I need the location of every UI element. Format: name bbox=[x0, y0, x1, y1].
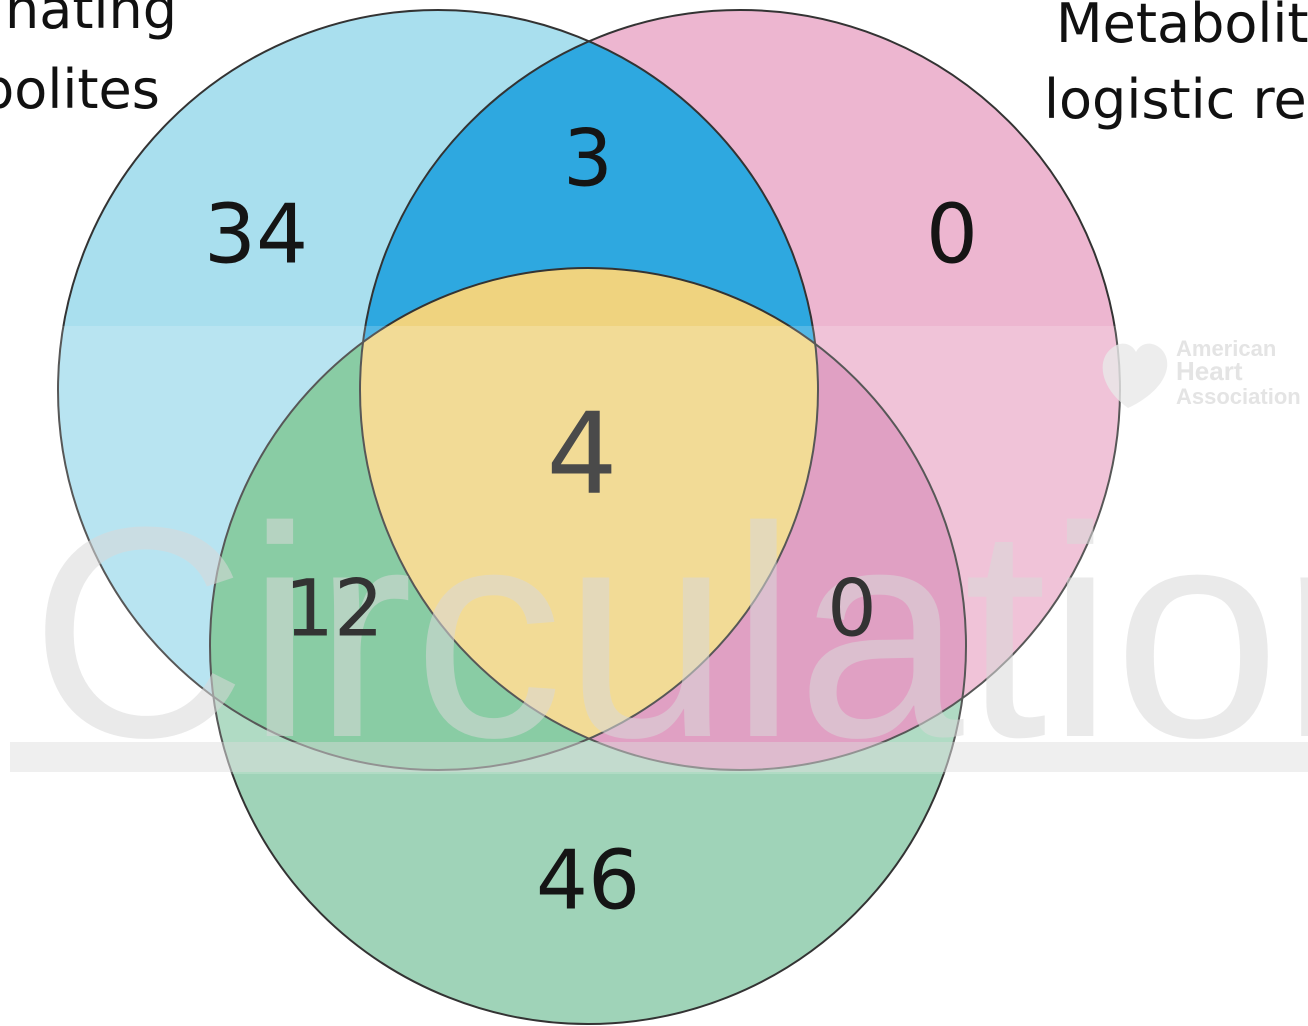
logo-text-line-1: American bbox=[1176, 336, 1276, 361]
center-overlap bbox=[360, 268, 818, 770]
left-bottom-count: 12 bbox=[284, 564, 383, 654]
logo-text-line-2: Heart bbox=[1176, 356, 1243, 386]
left-right-count: 3 bbox=[563, 114, 613, 204]
left-only-count: 34 bbox=[204, 187, 308, 282]
right-only-count: 0 bbox=[926, 187, 978, 282]
logo-text-line-3: Association bbox=[1176, 384, 1301, 409]
right-set-label-line-2: logistic reg bbox=[1044, 68, 1308, 131]
left-set-outline bbox=[57, 9, 819, 771]
bottom-only-count: 46 bbox=[536, 833, 640, 928]
watermark-word: Circulation bbox=[30, 464, 1308, 800]
right-bottom-count: 0 bbox=[827, 564, 877, 654]
watermark-band bbox=[0, 326, 1308, 774]
right-set-label-line-1: Metabolit bbox=[1056, 0, 1308, 55]
left-set-label-line-2: bolites bbox=[0, 58, 160, 121]
bottom-set-outline bbox=[209, 267, 967, 1025]
heart-torch-logo-icon bbox=[1102, 343, 1168, 408]
watermark-underline bbox=[10, 742, 1308, 772]
left-set-label-line-1: inating bbox=[0, 0, 177, 41]
center-count: 4 bbox=[546, 390, 617, 520]
